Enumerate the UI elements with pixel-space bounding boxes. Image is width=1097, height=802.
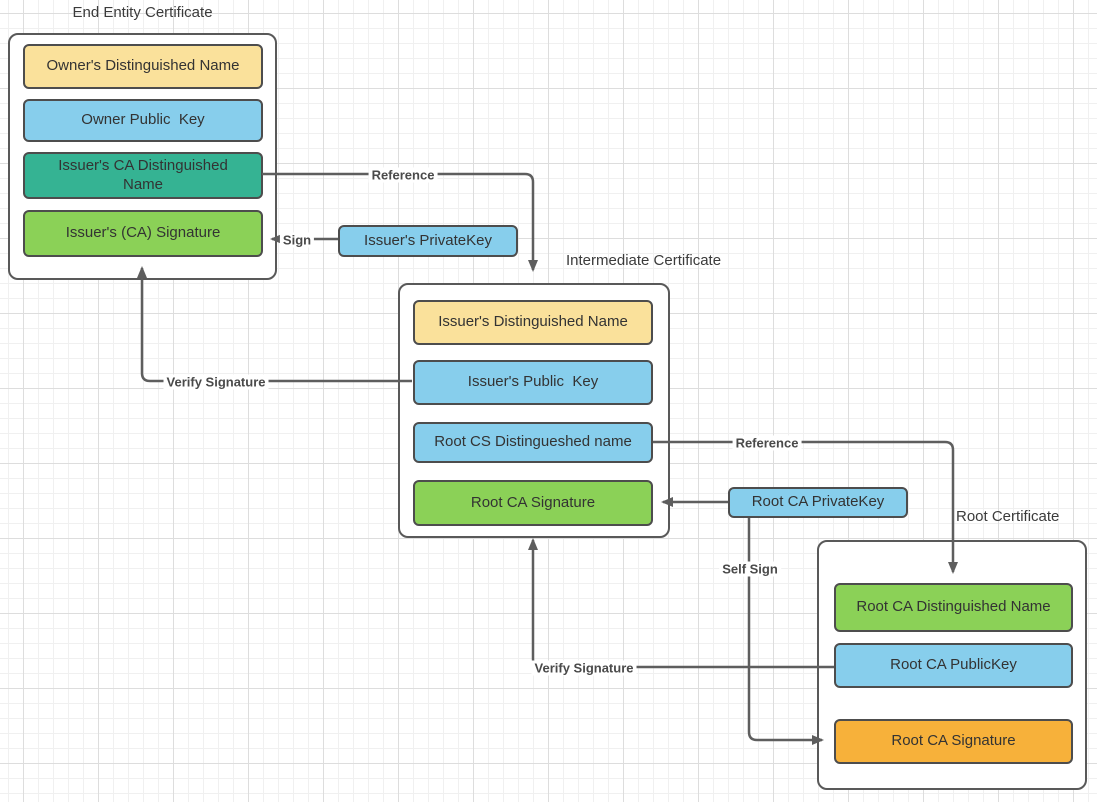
self-sign-label: Self Sign (719, 561, 781, 577)
owner-public-key-box: Owner Public Key (23, 99, 263, 142)
issuer-public-key-box: Issuer's Public Key (413, 360, 653, 405)
issuer-private-key-box: Issuer's PrivateKey (338, 225, 518, 257)
issuer-distinguished-name-box: Issuer's Distinguished Name (413, 300, 653, 345)
verify-left-arrow (137, 266, 412, 383)
issuer-ca-signature-box: Issuer's (CA) Signature (23, 210, 263, 257)
root-certificate-title: Root Certificate (956, 508, 1060, 525)
reference-mid-label: Reference (732, 435, 802, 451)
root-ca-signature-box: Root CA Signature (834, 719, 1073, 764)
intermediate-certificate-title: Intermediate Certificate (566, 252, 722, 269)
root-ca-public-key-box: Root CA PublicKey (834, 643, 1073, 688)
root-cs-distinguished-name-box: Root CS Distingueshed name (413, 422, 653, 463)
end-entity-certificate-title: End Entity Certificate (72, 4, 213, 21)
verify-signature-bottom-label: Verify Signature (531, 660, 637, 676)
root-ca-signature-intermediate-box: Root CA Signature (413, 480, 653, 526)
reference-top-label: Reference (368, 167, 438, 183)
root-ca-private-key-box: Root CA PrivateKey (728, 487, 908, 518)
issuer-ca-distinguished-name-box: Issuer's CA Distinguished Name (23, 152, 263, 199)
self-sign-arrow (747, 518, 824, 745)
root-ca-distinguished-name-box: Root CA Distinguished Name (834, 583, 1073, 632)
owner-distinguished-name-box: Owner's Distinguished Name (23, 44, 263, 89)
verify-bottom-arrow (528, 538, 834, 669)
sign-label: Sign (279, 232, 315, 248)
verify-signature-left-label: Verify Signature (163, 374, 269, 390)
